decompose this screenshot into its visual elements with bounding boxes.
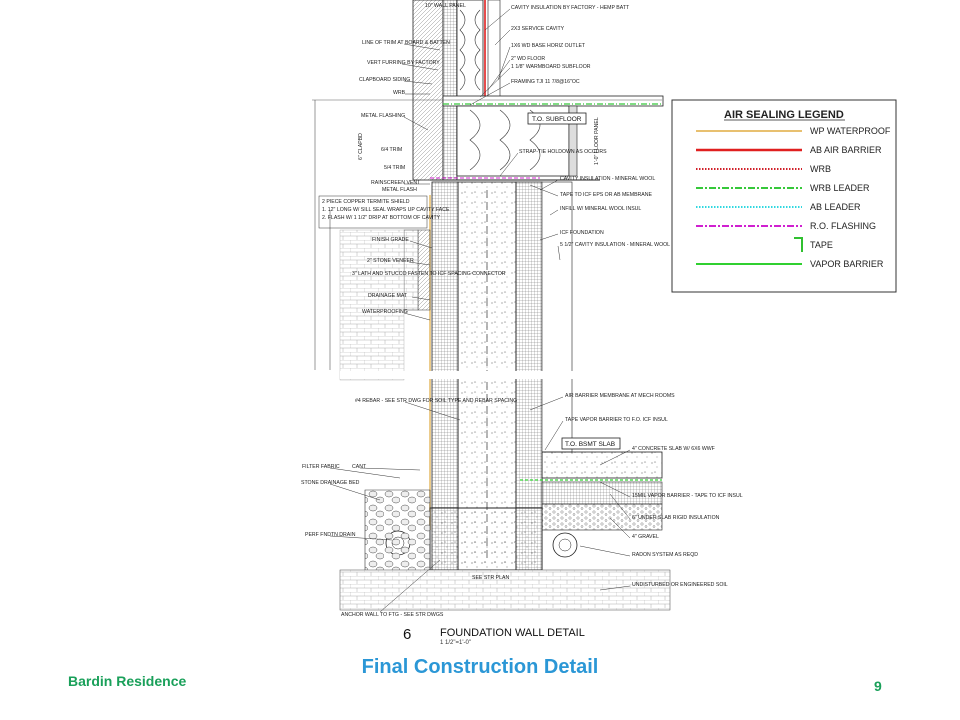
svg-text:4" CONCRETE SLAB W/ 6X6 WWF: 4" CONCRETE SLAB W/ 6X6 WWF xyxy=(632,446,715,452)
svg-text:WATERPROOFING: WATERPROOFING xyxy=(362,309,408,315)
svg-text:INFILL W/ MINERAL WOOL INSUL: INFILL W/ MINERAL WOOL INSUL xyxy=(560,206,641,212)
dimension-labels: 10" WALL PANEL SEE STR PLAN 6/4 TRIM 5/4… xyxy=(312,3,662,581)
svg-text:10" WALL PANEL: 10" WALL PANEL xyxy=(425,3,466,9)
svg-text:1. 12" LONG W/ SILL SEAL WRAPS: 1. 12" LONG W/ SILL SEAL WRAPS UP CAVITY… xyxy=(322,207,450,213)
svg-text:METAL FLASHING: METAL FLASHING xyxy=(361,113,405,119)
svg-text:CAVITY INSULATION - MINERAL WO: CAVITY INSULATION - MINERAL WOOL xyxy=(560,176,655,182)
svg-text:DRAINAGE MAT: DRAINAGE MAT xyxy=(368,293,408,299)
detail-number: 6 xyxy=(403,626,412,643)
svg-text:R.O. FLASHING: R.O. FLASHING xyxy=(810,221,876,231)
svg-text:T.O. BSMT SLAB: T.O. BSMT SLAB xyxy=(565,441,615,448)
basement-slab xyxy=(520,451,663,531)
legend-item-wrb-leader: WRB LEADER xyxy=(696,183,870,193)
svg-text:15MIL VAPOR BARRIER - TAPE TO: 15MIL VAPOR BARRIER - TAPE TO ICF INSUL xyxy=(632,493,743,499)
legend-item-tape: TAPE xyxy=(794,237,833,252)
floor-framing xyxy=(430,95,664,181)
svg-text:TAPE TO ICF EPS OR AB MEMBRANE: TAPE TO ICF EPS OR AB MEMBRANE xyxy=(560,192,652,198)
svg-text:PERF FNDTN DRAIN: PERF FNDTN DRAIN xyxy=(305,532,356,538)
svg-text:LINE OF TRIM AT BOARD & BATTEN: LINE OF TRIM AT BOARD & BATTEN xyxy=(362,40,450,46)
svg-text:WRB: WRB xyxy=(393,90,406,96)
legend-item-wrb: WRB xyxy=(696,164,831,174)
svg-text:3" LATH AND STUCCO FASTEN TO I: 3" LATH AND STUCCO FASTEN TO ICF SPACING… xyxy=(352,271,506,277)
svg-text:VAPOR BARRIER: VAPOR BARRIER xyxy=(810,259,884,269)
svg-text:T.O. SUBFLOOR: T.O. SUBFLOOR xyxy=(532,116,582,123)
svg-text:CAVITY INSULATION BY FACTORY -: CAVITY INSULATION BY FACTORY - HEMP BATT xyxy=(511,5,630,11)
svg-text:1 1/8" WARMBOARD SUBFLOOR: 1 1/8" WARMBOARD SUBFLOOR xyxy=(511,64,591,70)
svg-text:FILTER FABRIC: FILTER FABRIC xyxy=(302,464,340,470)
svg-text:STONE DRAINAGE BED: STONE DRAINAGE BED xyxy=(301,480,360,486)
footing xyxy=(339,229,671,611)
svg-text:6" CLAPBD: 6" CLAPBD xyxy=(358,133,364,160)
svg-text:1'-0" FLOOR PANEL: 1'-0" FLOOR PANEL xyxy=(594,117,600,165)
legend-item-wp: WP WATERPROOF xyxy=(696,126,891,136)
detail-scale: 1 1/2"=1'-0" xyxy=(440,640,471,646)
svg-text:AB LEADER: AB LEADER xyxy=(810,202,861,212)
right-callouts: CAVITY INSULATION BY FACTORY - HEMP BATT… xyxy=(469,5,743,591)
svg-text:TAPE VAPOR BARRIER TO F.O. ICF: TAPE VAPOR BARRIER TO F.O. ICF INSUL xyxy=(565,417,668,423)
svg-text:CLAPBOARD SIDING: CLAPBOARD SIDING xyxy=(359,77,410,83)
air-sealing-legend: AIR SEALING LEGEND WP WATERPROOF AB AIR … xyxy=(671,99,897,293)
legend-item-ro-flashing: R.O. FLASHING xyxy=(696,221,876,231)
left-callouts: LINE OF TRIM AT BOARD & BATTEN VERT FURR… xyxy=(301,40,517,618)
svg-text:ICF FOUNDATION: ICF FOUNDATION xyxy=(560,230,604,236)
project-name: Bardin Residence xyxy=(68,673,187,689)
svg-text:2X3 SERVICE CAVITY: 2X3 SERVICE CAVITY xyxy=(511,26,565,32)
svg-text:FRAMING TJI 11 7/8@16"OC: FRAMING TJI 11 7/8@16"OC xyxy=(511,79,580,85)
svg-text:6/4 TRIM: 6/4 TRIM xyxy=(381,147,402,153)
legend-title: AIR SEALING LEGEND xyxy=(724,109,844,121)
svg-text:RAINSCREEN VENT: RAINSCREEN VENT xyxy=(371,180,421,186)
svg-text:METAL FLASH: METAL FLASH xyxy=(382,187,417,193)
legend-item-ab-leader: AB LEADER xyxy=(696,202,861,212)
svg-text:WRB: WRB xyxy=(810,164,831,174)
svg-text:2" WD FLOOR: 2" WD FLOOR xyxy=(511,56,545,62)
svg-text:5 1/2" CAVITY INSULATION - MIN: 5 1/2" CAVITY INSULATION - MINERAL WOOL xyxy=(560,242,670,248)
page-number: 9 xyxy=(874,678,882,694)
svg-text:AB AIR BARRIER: AB AIR BARRIER xyxy=(810,145,882,155)
legend-item-vapor-barrier: VAPOR BARRIER xyxy=(696,259,884,269)
svg-text:AIR BARRIER MEMBRANE AT MECH R: AIR BARRIER MEMBRANE AT MECH ROOMS xyxy=(565,393,675,399)
svg-text:2" STONE VENEER: 2" STONE VENEER xyxy=(367,258,414,264)
svg-text:6" UNDER SLAB RIGID INSULATION: 6" UNDER SLAB RIGID INSULATION xyxy=(632,515,720,521)
svg-text:#4 REBAR - SEE STR DWG FOR SOI: #4 REBAR - SEE STR DWG FOR SOIL TYPE AND… xyxy=(355,398,517,404)
svg-text:4" GRAVEL: 4" GRAVEL xyxy=(632,534,659,540)
svg-text:1X6 WD BASE HORIZ OUTLET: 1X6 WD BASE HORIZ OUTLET xyxy=(511,43,586,49)
svg-text:UNDISTURBED OR ENGINEERED SOIL: UNDISTURBED OR ENGINEERED SOIL xyxy=(632,582,728,588)
detail-title: FOUNDATION WALL DETAIL xyxy=(440,627,585,639)
slide-title: Final Construction Detail xyxy=(361,656,599,678)
svg-text:WP WATERPROOF: WP WATERPROOF xyxy=(810,126,891,136)
svg-text:VERT FURRING BY FACTORY: VERT FURRING BY FACTORY xyxy=(367,60,440,66)
svg-text:STRAP-TIE HOLDOWN AS OCCURS: STRAP-TIE HOLDOWN AS OCCURS xyxy=(519,149,607,155)
svg-text:SEE STR PLAN: SEE STR PLAN xyxy=(472,575,509,581)
svg-text:2 PIECE COPPER TERMITE SHIELD: 2 PIECE COPPER TERMITE SHIELD xyxy=(322,199,410,205)
svg-text:5/4 TRIM: 5/4 TRIM xyxy=(384,165,405,171)
svg-text:ANCHOR WALL TO FTG - SEE STR D: ANCHOR WALL TO FTG - SEE STR DWGS xyxy=(341,612,444,618)
legend-item-ab: AB AIR BARRIER xyxy=(696,145,882,155)
svg-text:RADON SYSTEM AS REQD: RADON SYSTEM AS REQD xyxy=(632,552,698,558)
svg-text:2. FLASH W/ 1 1/2" DRIP AT BOT: 2. FLASH W/ 1 1/2" DRIP AT BOTTOM OF CAV… xyxy=(322,215,441,221)
bsmt-slab-tag: T.O. BSMT SLAB xyxy=(561,437,621,450)
svg-text:FINISH GRADE: FINISH GRADE xyxy=(372,237,409,243)
svg-text:CANT: CANT xyxy=(352,464,367,470)
subfloor-tag: T.O. SUBFLOOR xyxy=(527,112,587,125)
svg-text:WRB LEADER: WRB LEADER xyxy=(810,183,870,193)
svg-text:TAPE: TAPE xyxy=(810,240,833,250)
upper-wall-panel xyxy=(412,0,501,181)
